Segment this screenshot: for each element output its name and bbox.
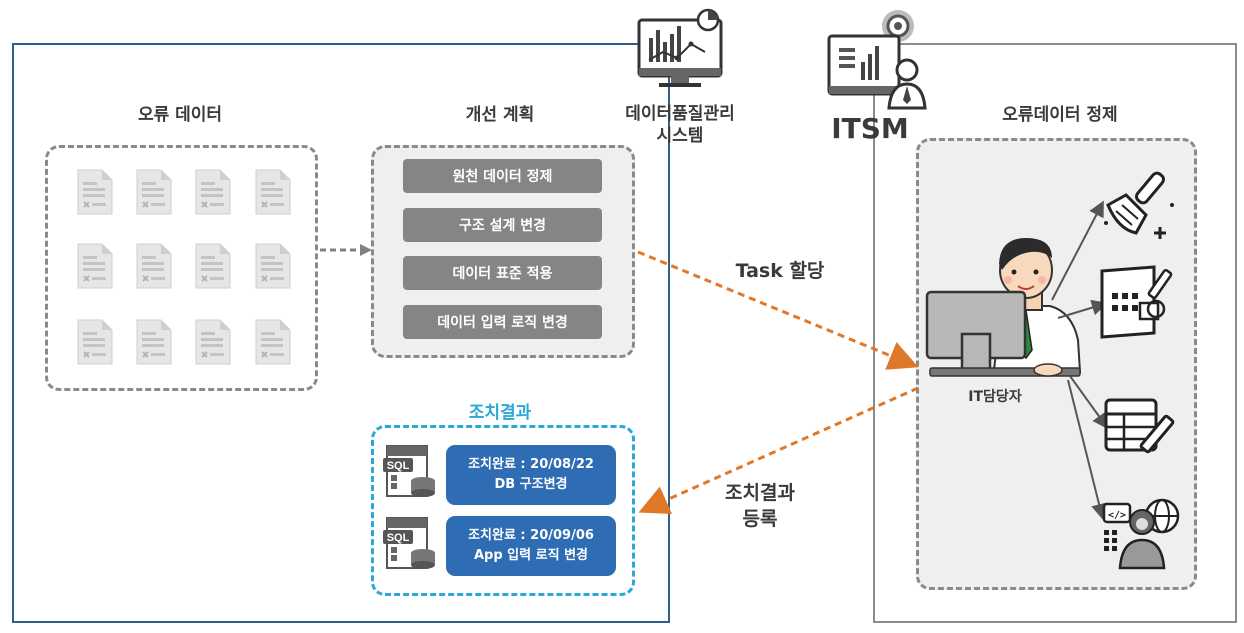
blueprint-design-icon (1100, 265, 1173, 339)
task-assign-label: Task 할당 (735, 260, 825, 282)
developer-code-icon: </> (1102, 498, 1180, 570)
error-document-icon (135, 168, 173, 216)
result-date: 조치완료 : 20/08/22 (468, 457, 594, 472)
result-item-app: 조치완료 : 20/09/06 App 입력 로직 변경 (446, 516, 616, 576)
dq-system-label: 데이터품질관리 시스템 (600, 103, 760, 147)
error-document-icon (254, 242, 292, 290)
error-document-icon (254, 168, 292, 216)
orange-arrows (637, 250, 919, 514)
dq-system-frame (12, 43, 670, 623)
result-register-line1: 조치결과 (725, 482, 795, 504)
monitor-chart-icon (637, 8, 723, 87)
result-date: 조치완료 : 20/09/06 (468, 528, 594, 543)
plan-item-source-cleanse: 원천 데이터 정제 (403, 159, 602, 193)
result-register-line2: 등록 (742, 508, 778, 530)
result-desc: App 입력 로직 변경 (473, 548, 588, 563)
table-edit-icon (1104, 398, 1175, 454)
error-document-icon (135, 318, 173, 366)
error-document-icon (135, 242, 173, 290)
itsm-label: ITSM (831, 112, 909, 145)
brush-clean-icon (1104, 171, 1174, 239)
it-person-icon (925, 238, 1082, 377)
dq-label-line2: 시스템 (656, 126, 704, 146)
error-document-icon (194, 242, 232, 290)
plan-item-input-logic: 데이터 입력 로직 변경 (403, 305, 602, 339)
error-document-icon (194, 168, 232, 216)
error-document-icon (76, 242, 114, 290)
error-document-icon (76, 318, 114, 366)
itsm-frame (873, 43, 1237, 623)
result-title: 조치결과 (468, 403, 532, 423)
it-person-label: IT담당자 (968, 389, 1022, 405)
plan-title: 개선 계획 (465, 105, 535, 125)
plan-item-standard-apply: 데이터 표준 적용 (403, 256, 602, 290)
error-data-title: 오류 데이터 (137, 105, 223, 125)
flow-arrow (320, 244, 372, 256)
right-panel-title: 오류데이터 정제 (1002, 105, 1118, 125)
tool-arrows (1051, 200, 1109, 520)
plan-item-structure-change: 구조 설계 변경 (403, 208, 602, 242)
result-desc: DB 구조변경 (494, 477, 568, 492)
result-box (371, 425, 635, 596)
sql-database-icon: SQL (383, 445, 435, 497)
svg-text:SQL: SQL (387, 460, 410, 472)
sql-database-icon: SQL (383, 517, 435, 569)
dq-label-line1: 데이터품질관리 (625, 104, 735, 124)
result-item-db: 조치완료 : 20/08/22 DB 구조변경 (446, 445, 616, 505)
error-document-icon (254, 318, 292, 366)
monitor-gear-person-icon (827, 10, 927, 110)
svg-text:SQL: SQL (387, 532, 410, 544)
error-document-icon (194, 318, 232, 366)
result-register-label: 조치결과 등록 (690, 480, 830, 532)
svg-text:</>: </> (1108, 510, 1126, 521)
error-document-icon (76, 168, 114, 216)
